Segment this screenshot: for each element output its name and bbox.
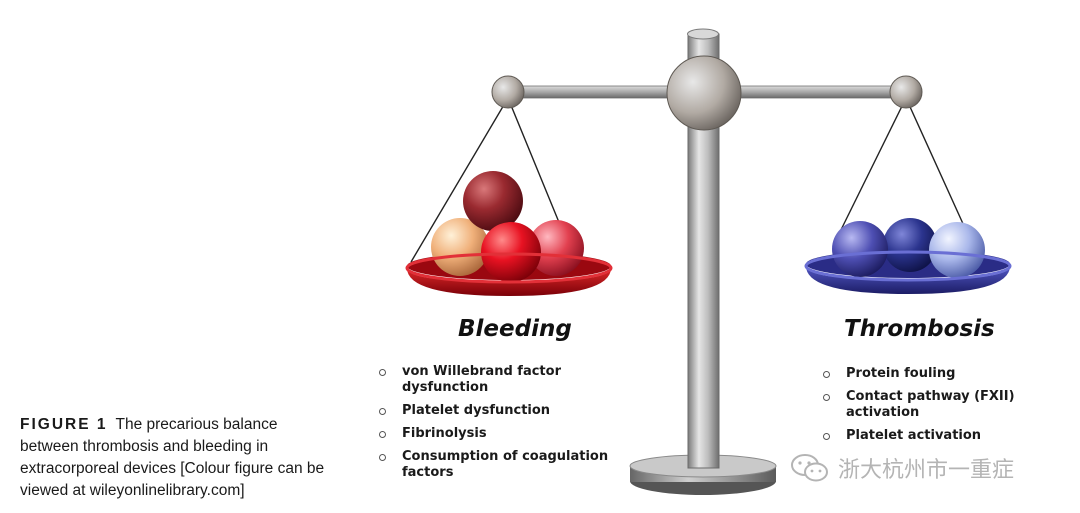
list-item: Protein fouling [822, 366, 1080, 382]
caption-text: The precarious balance between thrombosi… [20, 416, 325, 499]
bleeding-title: Bleeding [458, 316, 572, 342]
right-beam-knob [889, 75, 923, 109]
left-beam-knob [491, 75, 525, 109]
list-item: Platelet activation [822, 428, 1080, 444]
figure-label: FIGURE 1 [20, 416, 108, 433]
thrombosis-title: Thrombosis [844, 316, 995, 342]
thrombosis-balls [832, 218, 985, 278]
watermark-text: 浙大杭州市一重症 [838, 458, 1015, 483]
list-item: von Willebrand factor dysfunction [378, 364, 648, 396]
list-item: Fibrinolysis [378, 426, 648, 442]
thrombosis-pan [804, 250, 1012, 294]
bleeding-pan [405, 252, 613, 296]
list-item: Consumption of coagulation factors [378, 449, 648, 481]
wechat-icon [791, 454, 828, 482]
bleeding-factor-list: von Willebrand factor dysfunction Platel… [378, 364, 648, 488]
center-pivot-knob [666, 55, 742, 131]
list-item: Platelet dysfunction [378, 403, 648, 419]
scale-base [629, 454, 777, 495]
watermark: 浙大杭州市一重症 [790, 452, 1014, 484]
bleeding-balls [431, 171, 584, 282]
thrombosis-factor-list: Protein fouling Contact pathway (FXII) a… [822, 366, 1080, 451]
list-item: Contact pathway (FXII) activation [822, 389, 1080, 421]
